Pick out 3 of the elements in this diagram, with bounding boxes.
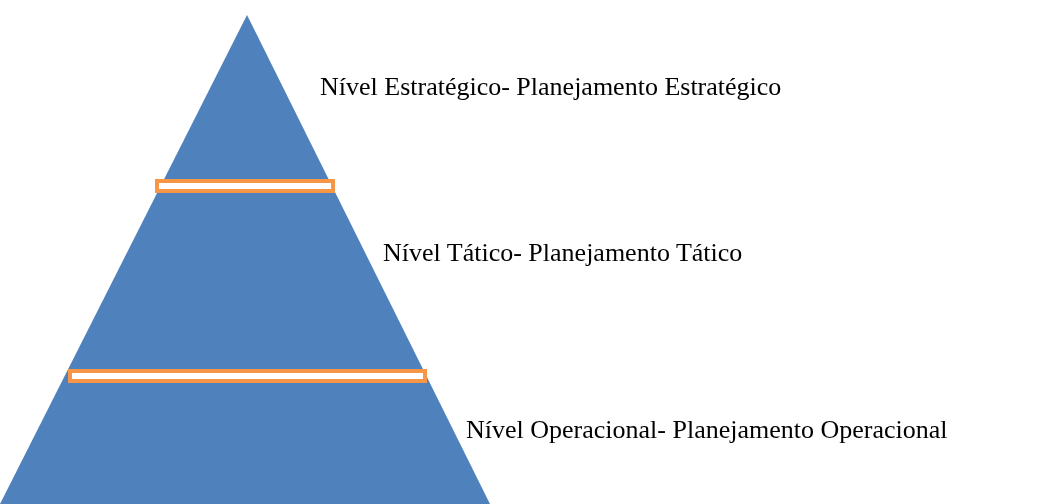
level-label: Nível Operacional- Planejamento Operacional [466, 415, 948, 445]
level-label: Nível Tático- Planejamento Tático [383, 238, 743, 268]
level-label: Nível Estratégico- Planejamento Estratégico [320, 72, 782, 102]
